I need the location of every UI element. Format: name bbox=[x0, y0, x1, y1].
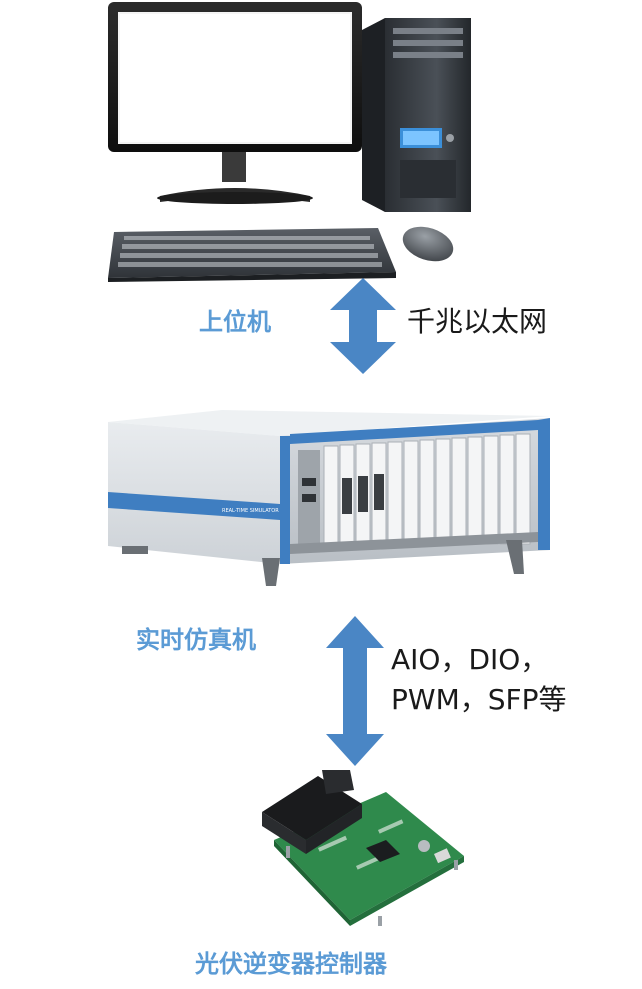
host-computer-illustration bbox=[108, 2, 471, 282]
mouse-icon bbox=[402, 226, 454, 262]
realtime-simulator-illustration: REAL-TIME SIMULATOR bbox=[108, 410, 550, 586]
keyboard-icon bbox=[108, 228, 396, 282]
inverter-controller-board-illustration bbox=[262, 770, 464, 926]
double-arrow-realtime-controller bbox=[326, 616, 384, 766]
monitor-icon bbox=[108, 2, 362, 204]
gigabit-ethernet-label: 千兆以太网 bbox=[407, 305, 548, 338]
double-arrow-host-realtime bbox=[330, 278, 396, 374]
io-interfaces-line-2: PWM，SFP等 bbox=[391, 683, 567, 716]
io-interfaces-line-1: AIO，DIO， bbox=[391, 643, 549, 676]
io-interfaces-label: AIO，DIO， PWM，SFP等 bbox=[391, 640, 567, 720]
chassis-badge: REAL-TIME SIMULATOR bbox=[222, 508, 279, 514]
connector-icon bbox=[262, 770, 362, 854]
realtime-simulator-label: 实时仿真机 bbox=[136, 626, 256, 654]
pv-inverter-controller-label: 光伏逆变器控制器 bbox=[195, 950, 387, 978]
pc-tower-icon bbox=[362, 18, 471, 212]
host-label: 上位机 bbox=[199, 308, 271, 336]
